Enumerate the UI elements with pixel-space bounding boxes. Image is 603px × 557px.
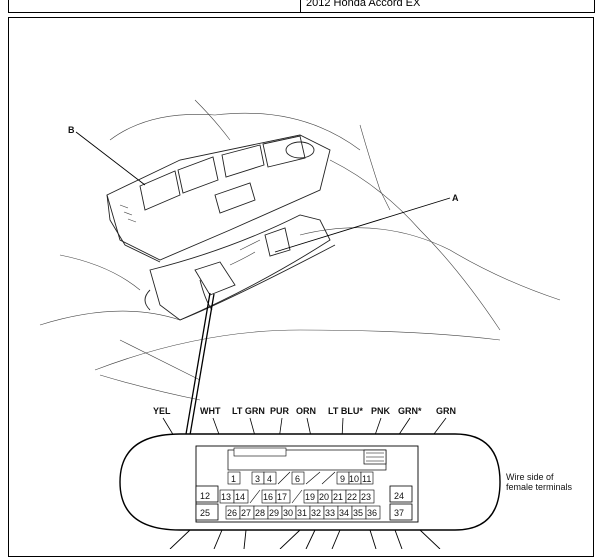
pin-6: 6 [295, 474, 300, 484]
wire-grn-label: GRN [436, 406, 456, 416]
pin-37: 37 [394, 508, 404, 518]
pin-25: 25 [200, 508, 210, 518]
pin-29: 29 [269, 508, 279, 518]
pin-30: 30 [283, 508, 293, 518]
pin-32: 32 [311, 508, 321, 518]
wire-grn-star-label: GRN* [398, 406, 422, 416]
pin-11: 11 [362, 474, 371, 484]
pin-23: 23 [361, 492, 371, 502]
pin-19: 19 [305, 492, 315, 502]
connector-row-2: 12 13 14 16 17 19 20 21 22 23 24 [200, 489, 404, 504]
side-label-line-2: female terminals [506, 482, 573, 492]
callout-b-leader [75, 131, 146, 186]
pin-35: 35 [353, 508, 363, 518]
door-switch-illustration [39, 99, 561, 401]
pin-4: 4 [267, 474, 272, 484]
connector-row-3: 25 26 27 28 29 30 31 32 33 34 35 36 37 [200, 505, 404, 520]
wire-yel-label: YEL [153, 406, 171, 416]
pin-36: 36 [367, 508, 377, 518]
wire-orn-label: ORN [296, 406, 316, 416]
pin-16: 16 [263, 492, 273, 502]
callout-a-label: A [452, 193, 459, 203]
pin-13: 13 [221, 492, 231, 502]
pin-27: 27 [241, 508, 251, 518]
pin-22: 22 [347, 492, 357, 502]
pin-1: 1 [231, 474, 236, 484]
pin-21: 21 [333, 492, 343, 502]
exit-wires [169, 529, 441, 549]
wire-pnk-label: PNK [371, 406, 391, 416]
pin-3: 3 [255, 474, 260, 484]
pin-12: 12 [200, 491, 210, 501]
callout-a-leader [274, 197, 451, 253]
wire-pur-label: PUR [270, 406, 290, 416]
header-empty-cell [8, 0, 301, 13]
pin-10: 10 [349, 474, 359, 484]
pin-31: 31 [297, 508, 307, 518]
header-bar: 2012 Honda Accord EX [0, 0, 603, 14]
pin-26: 26 [227, 508, 237, 518]
pin-34: 34 [339, 508, 349, 518]
pin-20: 20 [319, 492, 329, 502]
connector-pointer-line-2 [188, 293, 215, 442]
header-vehicle-cell: 2012 Honda Accord EX [299, 0, 595, 13]
pin-17: 17 [277, 492, 287, 502]
pin-33: 33 [325, 508, 335, 518]
pin-28: 28 [255, 508, 265, 518]
wire-lt-grn-label: LT GRN [232, 406, 265, 416]
pin-14: 14 [235, 492, 245, 502]
pin-9: 9 [340, 474, 345, 484]
vehicle-title: 2012 Honda Accord EX [306, 0, 421, 9]
pin-24: 24 [394, 491, 404, 501]
callout-b-label: B [68, 125, 75, 135]
connector-pointer-line [184, 292, 211, 441]
side-label-line-1: Wire side of [506, 472, 554, 482]
wire-lt-blu-label: LT BLU* [328, 406, 363, 416]
wire-wht-label: WHT [200, 406, 221, 416]
connector-row-1: 1 3 4 6 9 10 11 [227, 471, 374, 485]
